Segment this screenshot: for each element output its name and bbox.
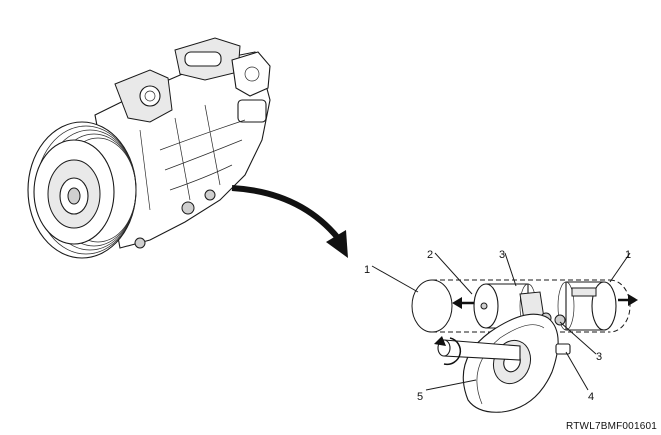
callout-5: 5 xyxy=(417,391,423,403)
piston-left xyxy=(473,283,545,329)
piston-right xyxy=(557,281,617,331)
callout-2: 2 xyxy=(427,249,433,261)
figure-code: RTWL7BMF001601 xyxy=(566,421,657,432)
right-arrow-icon xyxy=(618,294,638,306)
callout-1-left: 1 xyxy=(364,264,370,276)
piston-mechanism-illustration: 1 2 3 1 3 4 5 xyxy=(364,249,638,413)
left-arrow-icon xyxy=(452,297,474,309)
rotation-arrow-icon xyxy=(434,336,462,366)
leader-lines xyxy=(371,252,631,391)
compressor-illustration xyxy=(27,37,271,259)
curved-arrow-icon xyxy=(231,185,348,258)
callout-1-right: 1 xyxy=(625,249,631,261)
callout-4: 4 xyxy=(588,391,594,403)
callout-3-right: 3 xyxy=(596,351,602,363)
swash-plate xyxy=(462,313,559,413)
callout-3-top: 3 xyxy=(499,249,505,261)
